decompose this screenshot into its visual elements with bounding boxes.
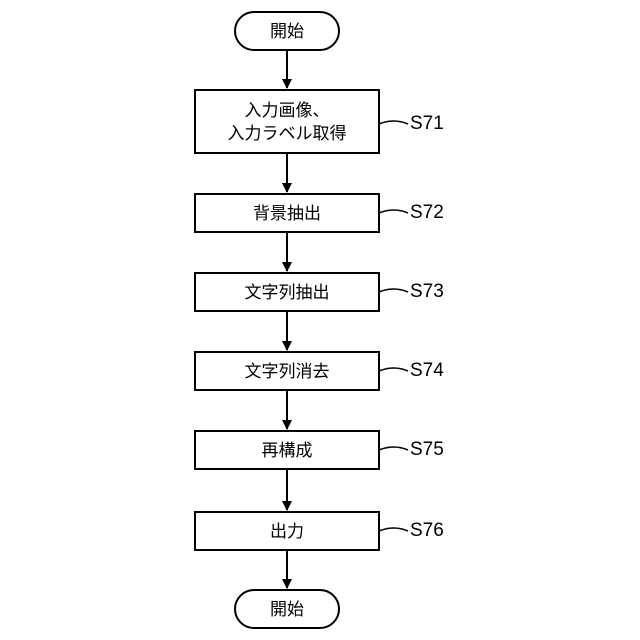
leader-line-s75 (379, 447, 408, 450)
step-box-s76: 出力 (195, 512, 379, 550)
step-id-s71: S71 (410, 113, 444, 134)
step-label-s73: 文字列抽出 (245, 283, 330, 303)
step-id-s72: S72 (410, 202, 444, 223)
step-label-s74: 文字列消去 (245, 362, 330, 382)
step-box-s72: 背景抽出 (195, 194, 379, 232)
step-label-s72: 背景抽出 (253, 204, 321, 224)
end-label: 開始 (270, 600, 304, 620)
step-box-s71: 入力画像、 入力ラベル取得 (195, 90, 379, 153)
step-id-s75: S75 (410, 439, 444, 460)
start-terminal: 開始 (235, 12, 339, 50)
leader-line-s72 (379, 210, 408, 213)
step-id-s74: S74 (410, 360, 444, 381)
step-box-s73: 文字列抽出 (195, 273, 379, 311)
step-label-s71-line1: 入力画像、 (245, 101, 330, 121)
step-id-s76: S76 (410, 520, 444, 541)
leader-line-s74 (379, 368, 408, 371)
step-box-s75: 再構成 (195, 431, 379, 469)
step-label-s71-line2: 入力ラベル取得 (228, 124, 347, 144)
step-id-s73: S73 (410, 281, 444, 302)
leader-line-s71 (379, 121, 408, 124)
leader-line-s73 (379, 289, 408, 292)
step-box-s74: 文字列消去 (195, 352, 379, 390)
end-terminal: 開始 (235, 590, 339, 628)
leader-line-s76 (379, 528, 408, 531)
step-label-s75: 再構成 (262, 441, 313, 461)
step-label-s76: 出力 (270, 522, 304, 542)
start-label: 開始 (270, 22, 304, 42)
